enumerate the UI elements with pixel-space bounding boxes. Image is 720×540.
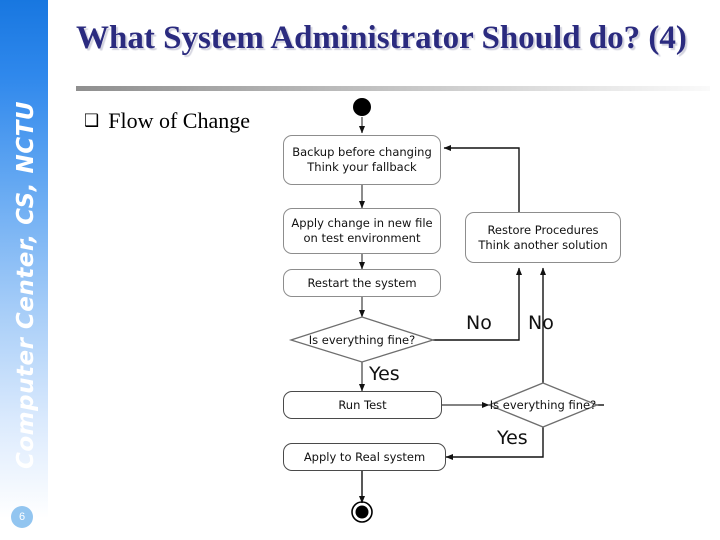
node-apply-change-test-label: Apply change in new file on test environ… <box>291 216 432 245</box>
node-backup-line2: Think your fallback <box>307 160 417 174</box>
node-run-test[interactable]: Run Test <box>283 391 442 419</box>
node-restore-procedures[interactable]: Restore Procedures Think another solutio… <box>465 212 621 263</box>
edge-decision2-applyreal-yes <box>445 427 544 461</box>
node-restore-line2: Think another solution <box>478 237 608 252</box>
node-backup-label: Backup before changing Think your fallba… <box>292 145 432 174</box>
node-restart-system[interactable]: Restart the system <box>283 269 441 297</box>
node-decision-2-label: Is everything fine? <box>489 398 597 412</box>
node-restore-line1: Restore Procedures <box>487 222 599 237</box>
node-apply-change-test[interactable]: Apply change in new file on test environ… <box>283 208 441 254</box>
decision-1-diamond <box>288 316 436 363</box>
edge-label-no-1: No <box>466 312 492 334</box>
node-restore-label: Restore Procedures Think another solutio… <box>478 223 607 252</box>
page-number-badge: 6 <box>11 506 33 528</box>
bullet-item: ❑ Flow of Change <box>84 108 250 134</box>
node-apply-real-system[interactable]: Apply to Real system <box>283 443 446 471</box>
start-node <box>353 98 371 116</box>
node-decision-1-label: Is everything fine? <box>308 332 416 347</box>
node-apply-test-line2: on test environment <box>303 231 421 245</box>
end-node <box>355 505 369 519</box>
node-backup[interactable]: Backup before changing Think your fallba… <box>283 135 441 185</box>
square-bullet-icon: ❑ <box>84 111 100 131</box>
node-backup-line1: Backup before changing <box>292 145 432 160</box>
page-title: What System Administrator Should do? (4) <box>76 20 687 56</box>
end-node-ring <box>351 501 373 523</box>
edge-decision1-restore-no <box>433 267 523 341</box>
node-decision-2[interactable]: Is everything fine? <box>489 383 597 427</box>
edge-label-no-2: No <box>528 312 554 334</box>
sidebar: Computer Center, CS, NCTU 6 <box>0 0 48 540</box>
decision-2-diamond <box>487 382 599 428</box>
edge-label-yes-2: Yes <box>497 427 528 449</box>
edge-restore-backup <box>443 144 520 212</box>
bullet-label: Flow of Change <box>108 108 251 133</box>
edge-label-yes-1: Yes <box>369 363 400 385</box>
node-apply-test-line1: Apply change in new file <box>291 216 433 231</box>
title-divider <box>76 86 710 91</box>
node-decision-1[interactable]: Is everything fine? <box>291 317 433 362</box>
